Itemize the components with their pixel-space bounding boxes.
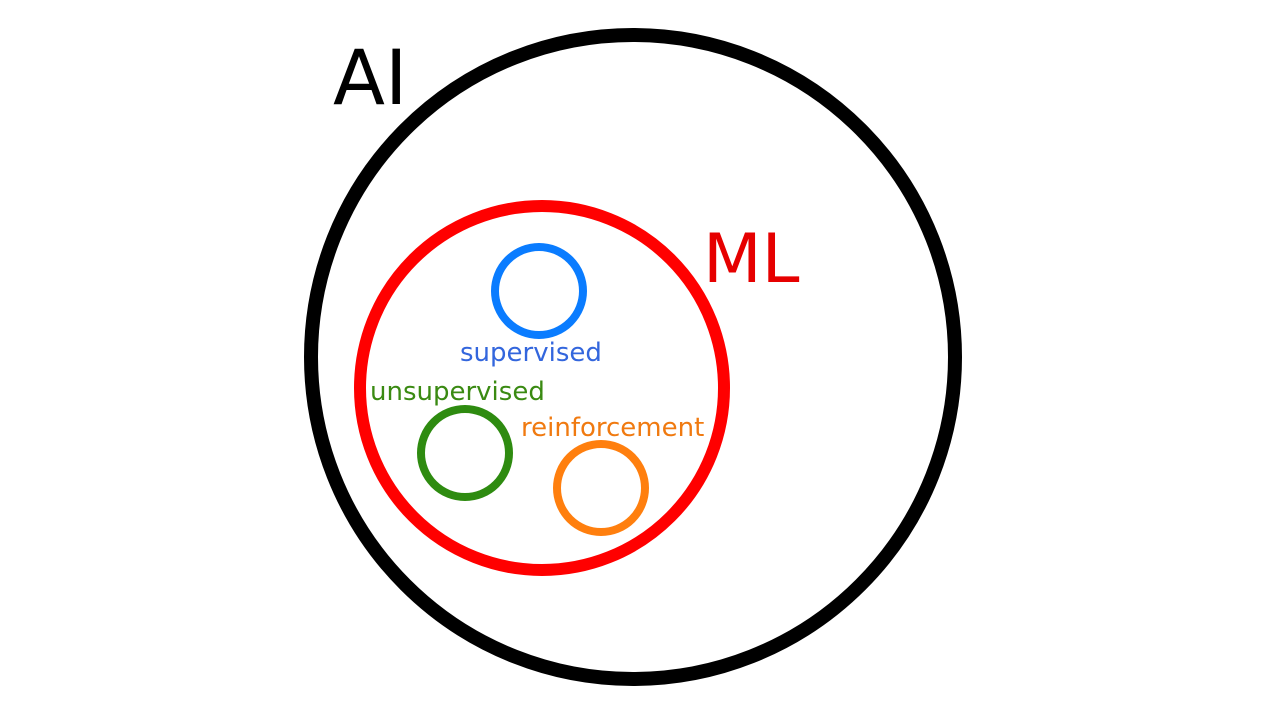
reinforcement-label: reinforcement [521,413,704,443]
supervised-circle [491,243,587,339]
reinforcement-circle [553,440,649,536]
ml-circle [354,200,730,576]
ai-label: AI [333,33,407,122]
unsupervised-label: unsupervised [370,377,545,407]
ml-label: ML [703,220,800,299]
unsupervised-circle [417,405,513,501]
supervised-label: supervised [460,338,602,368]
ai-circle [304,28,962,686]
